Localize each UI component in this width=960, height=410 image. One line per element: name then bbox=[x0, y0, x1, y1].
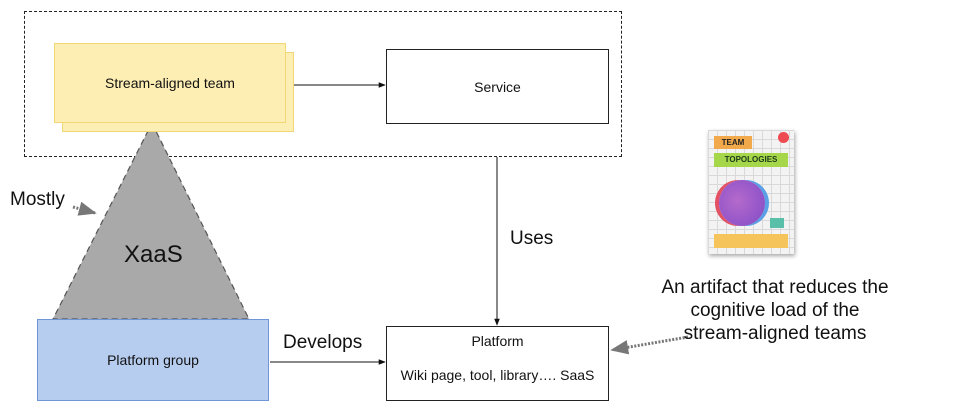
platform-title: Platform bbox=[471, 333, 524, 349]
stream-aligned-team-label: Stream-aligned team bbox=[105, 75, 235, 91]
stream-scope-frame bbox=[24, 11, 622, 157]
book-circle-graphic bbox=[719, 180, 765, 226]
platform-group-label: Platform group bbox=[107, 352, 199, 368]
stream-aligned-team-box: Stream-aligned team bbox=[54, 43, 286, 123]
xaas-triangle bbox=[52, 121, 250, 320]
arrow-artifact-to-platform bbox=[610, 335, 689, 355]
uses-label: Uses bbox=[510, 228, 554, 249]
artifact-caption: An artifact that reduces the cognitive l… bbox=[661, 277, 889, 344]
arrow-mostly-to-triangle bbox=[72, 201, 97, 216]
develops-label: Develops bbox=[283, 332, 363, 353]
platform-box: Platform Wiki page, tool, library…. SaaS bbox=[386, 326, 609, 401]
service-box: Service bbox=[386, 49, 609, 124]
service-label: Service bbox=[474, 78, 521, 95]
platform-description: Wiki page, tool, library…. SaaS bbox=[400, 367, 595, 383]
mostly-label: Mostly bbox=[10, 189, 65, 210]
platform-group-box: Platform group bbox=[37, 319, 269, 401]
book-small-badge bbox=[770, 218, 784, 228]
team-topologies-book-cover: TEAM TOPOLOGIES bbox=[708, 130, 794, 254]
book-title-team: TEAM bbox=[714, 136, 752, 149]
book-authors-band bbox=[714, 234, 788, 248]
xaas-label: XaaS bbox=[124, 241, 183, 268]
book-title-topologies: TOPOLOGIES bbox=[714, 153, 788, 167]
book-red-dot bbox=[778, 132, 789, 143]
